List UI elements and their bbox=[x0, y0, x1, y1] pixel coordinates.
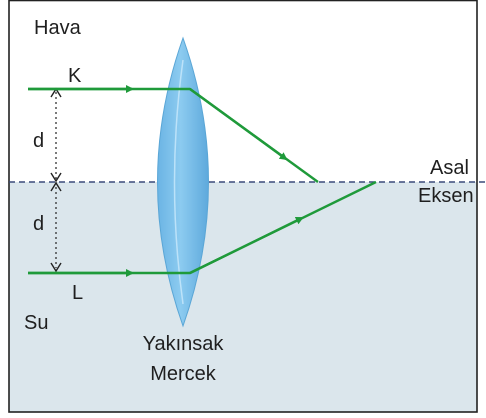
ray-l bbox=[28, 180, 377, 277]
ray-k-label: K bbox=[68, 65, 82, 87]
distance-arrow-mid-up bbox=[50, 172, 62, 183]
water-region bbox=[9, 182, 477, 412]
distance-arrow-mid-down bbox=[50, 181, 62, 192]
axis-label-line1: Asal bbox=[430, 157, 469, 179]
distance-arrow-bottom bbox=[50, 262, 62, 273]
lens-label-line2: Mercek bbox=[150, 363, 216, 385]
axis-label-line2: Eksen bbox=[418, 185, 474, 207]
frame-border bbox=[8, 0, 478, 413]
ray-l-label: L bbox=[72, 282, 84, 304]
lens-label-line1: Yakınsak bbox=[142, 333, 224, 355]
air-label: Hava bbox=[34, 17, 81, 39]
distance-label-top: d bbox=[33, 130, 45, 152]
distance-label-bottom: d bbox=[33, 213, 45, 235]
water-label: Su bbox=[24, 312, 49, 334]
converging-lens bbox=[157, 36, 209, 328]
ray-k bbox=[28, 85, 319, 183]
